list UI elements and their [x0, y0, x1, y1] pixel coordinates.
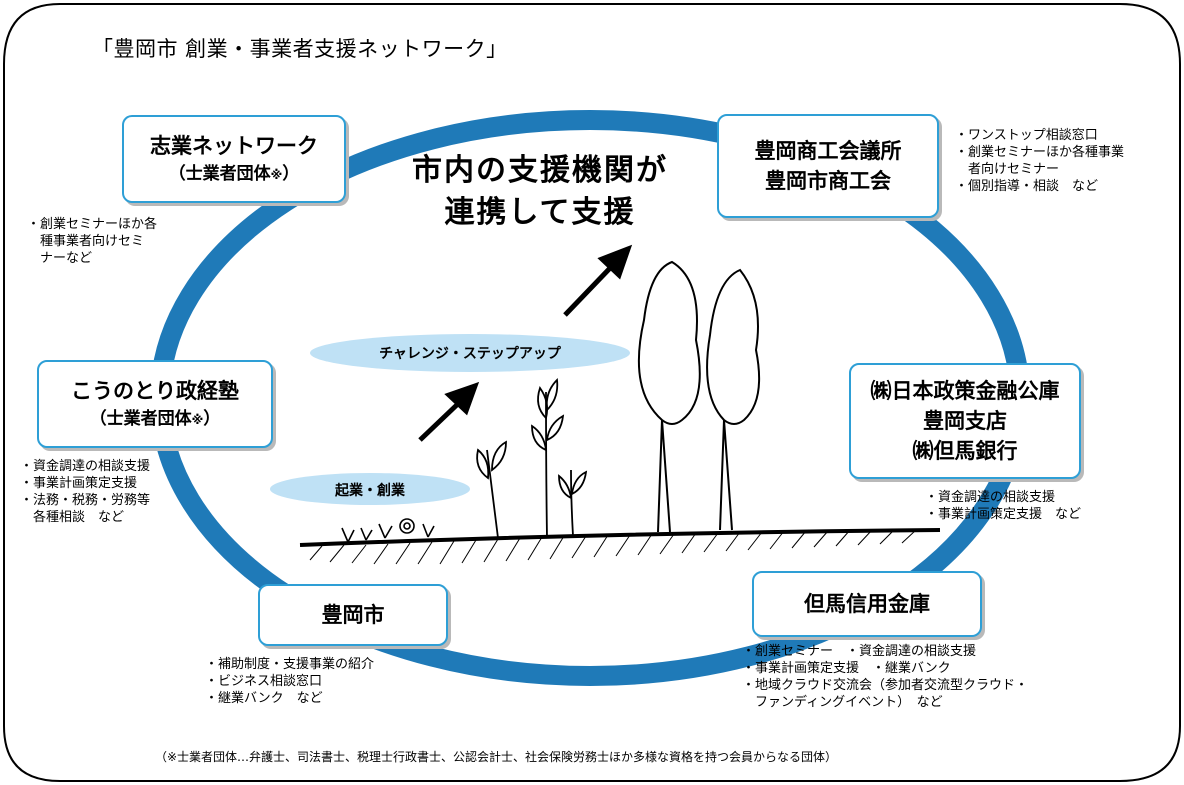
- outer-frame: [3, 3, 1181, 782]
- center-message-line1: 市内の支援機関が: [412, 153, 668, 188]
- node-kounotori-type-label: （士業者団体: [89, 408, 192, 429]
- stage-ellipse-lower: [270, 473, 470, 505]
- sprouts: [341, 518, 435, 543]
- node-shigyo-type-close: ）: [282, 163, 300, 184]
- page-title: 「豊岡市 創業・事業者支援ネットワーク」: [92, 37, 508, 61]
- trees: [637, 260, 761, 533]
- stage-label-upper: チャレンジ・ステップアップ: [379, 346, 561, 362]
- stage-label-lower: 起業・創業: [335, 483, 405, 499]
- node-tajima-shinkin-name: 但馬信用金庫: [804, 592, 930, 616]
- seedlings: [476, 378, 588, 539]
- node-kounotori-note-mark: ※: [191, 412, 204, 427]
- growth-arrow-lower: [418, 381, 480, 442]
- node-kounotori-type-close: ）: [203, 408, 221, 429]
- node-shigyo-name: 志業ネットワーク: [150, 133, 318, 158]
- footnote: （※士業者団体…弁護士、司法書士、税理士行政書士、公認会計士、社会保険労務士ほか…: [155, 750, 838, 764]
- desc-jfc: ・資金調達の相談支援 ・事業計画策定支援 など: [925, 490, 1082, 522]
- node-kounotori: こうのとり政経塾 （士業者団体※）: [37, 360, 273, 448]
- node-shigyo-network: 志業ネットワーク （士業者団体※）: [122, 115, 346, 203]
- node-shigyo-type-label: （士業者団体: [168, 163, 271, 184]
- node-shigyo-note-mark: ※: [270, 167, 283, 182]
- stage-ellipse-upper: [310, 334, 630, 372]
- center-message: 市内の支援機関が 連携して支援: [390, 150, 690, 234]
- node-kounotori-name: こうのとり政経塾: [71, 378, 239, 403]
- node-chamber-name2: 豊岡市商工会: [765, 169, 891, 193]
- node-toyooka-city: 豊岡市: [258, 584, 448, 646]
- node-tajima-shinkin: 但馬信用金庫: [752, 571, 982, 637]
- node-kounotori-type: （士業者団体※）: [90, 406, 221, 433]
- node-toyooka-city-name: 豊岡市: [321, 603, 385, 627]
- node-tajima-bank-name: ㈱但馬銀行: [912, 439, 1018, 463]
- desc-chamber: ・ワンストップ相談窓口 ・創業セミナーほか各種事業 者向けセミナー ・個別指導・…: [955, 128, 1125, 194]
- node-jfc-tajima-bank: ㈱日本政策金融公庫 豊岡支店 ㈱但馬銀行: [849, 363, 1081, 479]
- node-jfc-branch: 豊岡支店: [923, 409, 1007, 433]
- node-chamber-name1: 豊岡商工会議所: [754, 139, 902, 163]
- desc-kounotori: ・資金調達の相談支援 ・事業計画策定支援 ・法務・税務・労務等 各種相談 など: [20, 459, 151, 525]
- desc-toyooka-city: ・補助制度・支援事業の紹介 ・ビジネス相談窓口 ・継業バンク など: [205, 657, 375, 706]
- node-jfc-name: ㈱日本政策金融公庫: [870, 379, 1060, 403]
- node-chamber: 豊岡商工会議所 豊岡市商工会: [717, 114, 939, 218]
- node-shigyo-type: （士業者団体※）: [169, 161, 300, 188]
- desc-shigyo: ・創業セミナーほか各 種事業者向けセミ ナーなど: [27, 217, 158, 266]
- ground: [299, 528, 941, 565]
- growth-arrow-upper: [563, 244, 633, 317]
- center-message-line2: 連携して支援: [444, 195, 636, 230]
- desc-tajima-shinkin: ・創業セミナー ・資金調達の相談支援 ・事業計画策定支援 ・継業バンク ・地域ク…: [742, 644, 1029, 710]
